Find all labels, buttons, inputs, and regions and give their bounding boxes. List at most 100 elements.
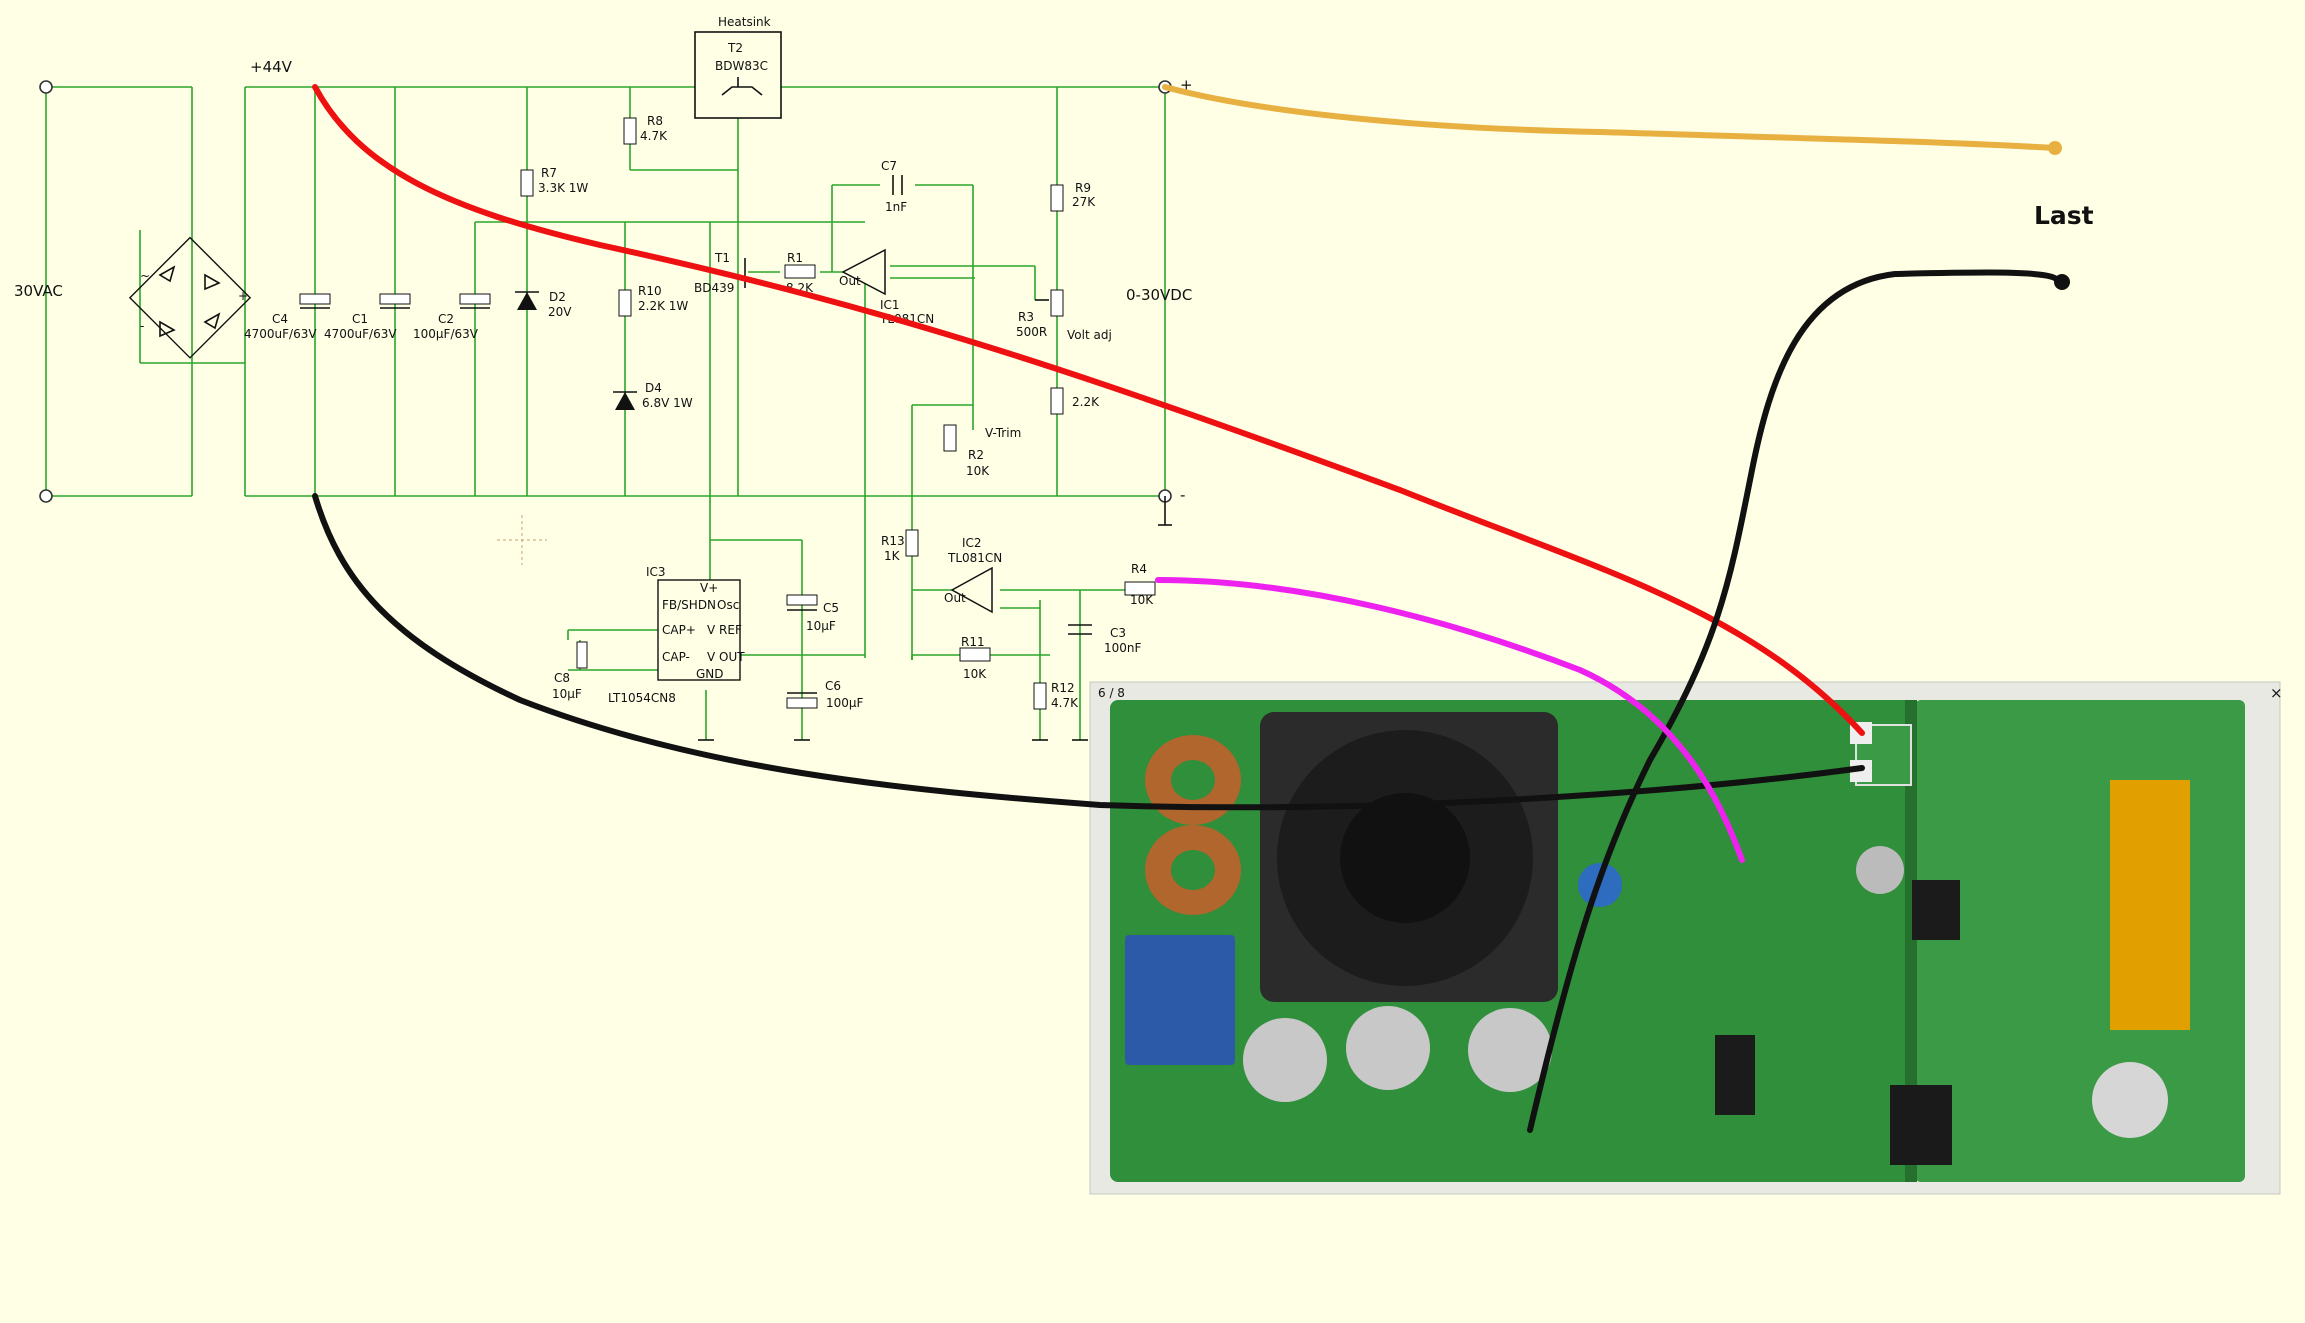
electrolytic-cap-2 [1346, 1006, 1430, 1090]
black-wire-load [1527, 269, 2061, 1133]
label-d2-value: 20V [548, 305, 572, 319]
capacitor-c4 [299, 293, 331, 309]
label-0-30vdc: 0-30VDC [1126, 286, 1192, 304]
bridge-rectifier: ~ - + [128, 236, 252, 359]
capacitor-c5 [786, 594, 818, 611]
label-r8: R8 [647, 114, 663, 128]
label-r2: R2 [968, 448, 984, 462]
label-c6: C6 [825, 679, 841, 693]
resistor-r11 [959, 647, 991, 662]
label-r11: R11 [961, 635, 985, 649]
pin-fbshdn: FB/SHDN [662, 598, 716, 612]
label-ic3: IC3 [646, 565, 666, 579]
label-c2: C2 [438, 312, 454, 326]
opamp-ic1 [841, 248, 886, 296]
electrolytic-cap-1 [1243, 1018, 1327, 1102]
resistor-r22 [1050, 387, 1064, 415]
small-cap [1856, 846, 1904, 894]
resistor-r13 [905, 529, 919, 557]
label-44v: +44V [250, 58, 293, 76]
schematic-labels: +44V 30VAC 0-30VDC + - Heatsink T2 BDW83… [14, 15, 1193, 710]
label-c5: C5 [823, 601, 839, 615]
close-icon[interactable]: × [2270, 684, 2283, 702]
label-r12: R12 [1051, 681, 1075, 695]
black-wire-ground [312, 493, 1865, 811]
resistor-r9 [1050, 184, 1064, 212]
label-ic2-out: Out [944, 591, 966, 605]
label-ic2-value: TL081CN [947, 551, 1002, 565]
coin-cell-holder [2092, 1062, 2168, 1138]
label-c4: C4 [272, 312, 288, 326]
label-t2-value: BDW83C [715, 59, 768, 73]
potentiometer-r3 [1035, 289, 1064, 317]
label-r4-value: 10K [1130, 593, 1154, 607]
label-ic3-value: LT1054CN8 [608, 691, 676, 705]
label-r11-value: 10K [963, 667, 987, 681]
label-c4-value: 4700uF/63V [244, 327, 317, 341]
schematic-wires [45, 86, 1166, 740]
label-volt-adj: Volt adj [1067, 328, 1112, 342]
toroid-inductor [1145, 735, 1241, 915]
display-ribbon [2110, 780, 2190, 1030]
resistor-r4 [1124, 581, 1156, 596]
label-c7: C7 [881, 159, 897, 173]
label-c7-value: 1nF [885, 200, 907, 214]
electrolytic-cap-3 [1468, 1008, 1552, 1092]
potentiometer-r2 [943, 424, 957, 452]
label-r7-value: 3.3K 1W [538, 181, 588, 195]
label-ic1-out: Out [839, 274, 861, 288]
red-wire [312, 84, 1865, 736]
label-30vac: 30VAC [14, 282, 63, 300]
svg-text:-: - [140, 319, 144, 333]
chip-ic3 [657, 579, 741, 681]
label-r2-value: 10K [966, 464, 990, 478]
label-t2: T2 [727, 41, 743, 55]
resistor-r12 [1033, 682, 1047, 710]
label-heatsink: Heatsink [718, 15, 771, 29]
capacitor-c2 [459, 293, 491, 309]
zener-d2 [515, 291, 539, 310]
pin-capminus: CAP- [662, 650, 690, 664]
transistor-t2 [694, 31, 782, 119]
label-last: Last [2034, 201, 2094, 230]
label-d4: D4 [645, 381, 662, 395]
label-c8-value: 10µF [552, 687, 582, 701]
resistor-r8 [623, 117, 637, 145]
label-d2: D2 [549, 290, 566, 304]
pcb-photo: 6 / 8 × [1089, 681, 2283, 1195]
header-pins [1890, 1085, 1952, 1165]
magenta-wire [1155, 577, 1745, 863]
orange-wire [1162, 84, 2058, 151]
label-r13-value: 1K [884, 549, 901, 563]
pin-gnd: GND [696, 667, 724, 681]
label-r22-value: 2.2K [1072, 395, 1100, 409]
capacitor-c3 [1068, 624, 1092, 635]
svg-text:+: + [238, 289, 248, 303]
capacitor-c8 [576, 641, 588, 669]
resistor-r10 [618, 289, 632, 317]
pin-vref: V REF [707, 623, 742, 637]
pin-vplus: V+ [700, 581, 718, 595]
label-ic2: IC2 [962, 536, 982, 550]
capacitor-c7 [892, 175, 903, 195]
photo-counter: 6 / 8 [1098, 686, 1125, 700]
label-d4-value: 6.8V 1W [642, 396, 693, 410]
label-t1-value: BD439 [694, 281, 734, 295]
zener-d4 [613, 391, 637, 410]
label-ic1: IC1 [880, 298, 900, 312]
pin-osc: Osc [717, 598, 739, 612]
label-r9-value: 27K [1072, 195, 1096, 209]
label-r12-value: 4.7K [1051, 696, 1079, 710]
label-c2-value: 100µF/63V [413, 327, 479, 341]
crosshair-cursor [497, 515, 547, 565]
pin-capplus: CAP+ [662, 623, 696, 637]
label-c3: C3 [1110, 626, 1126, 640]
relay [1125, 935, 1235, 1065]
resistor-r1 [784, 264, 816, 279]
input-terminals [39, 80, 53, 503]
pin-vout: V OUT [707, 650, 745, 664]
label-r4: R4 [1131, 562, 1147, 576]
label-r8-value: 4.7K [640, 129, 668, 143]
